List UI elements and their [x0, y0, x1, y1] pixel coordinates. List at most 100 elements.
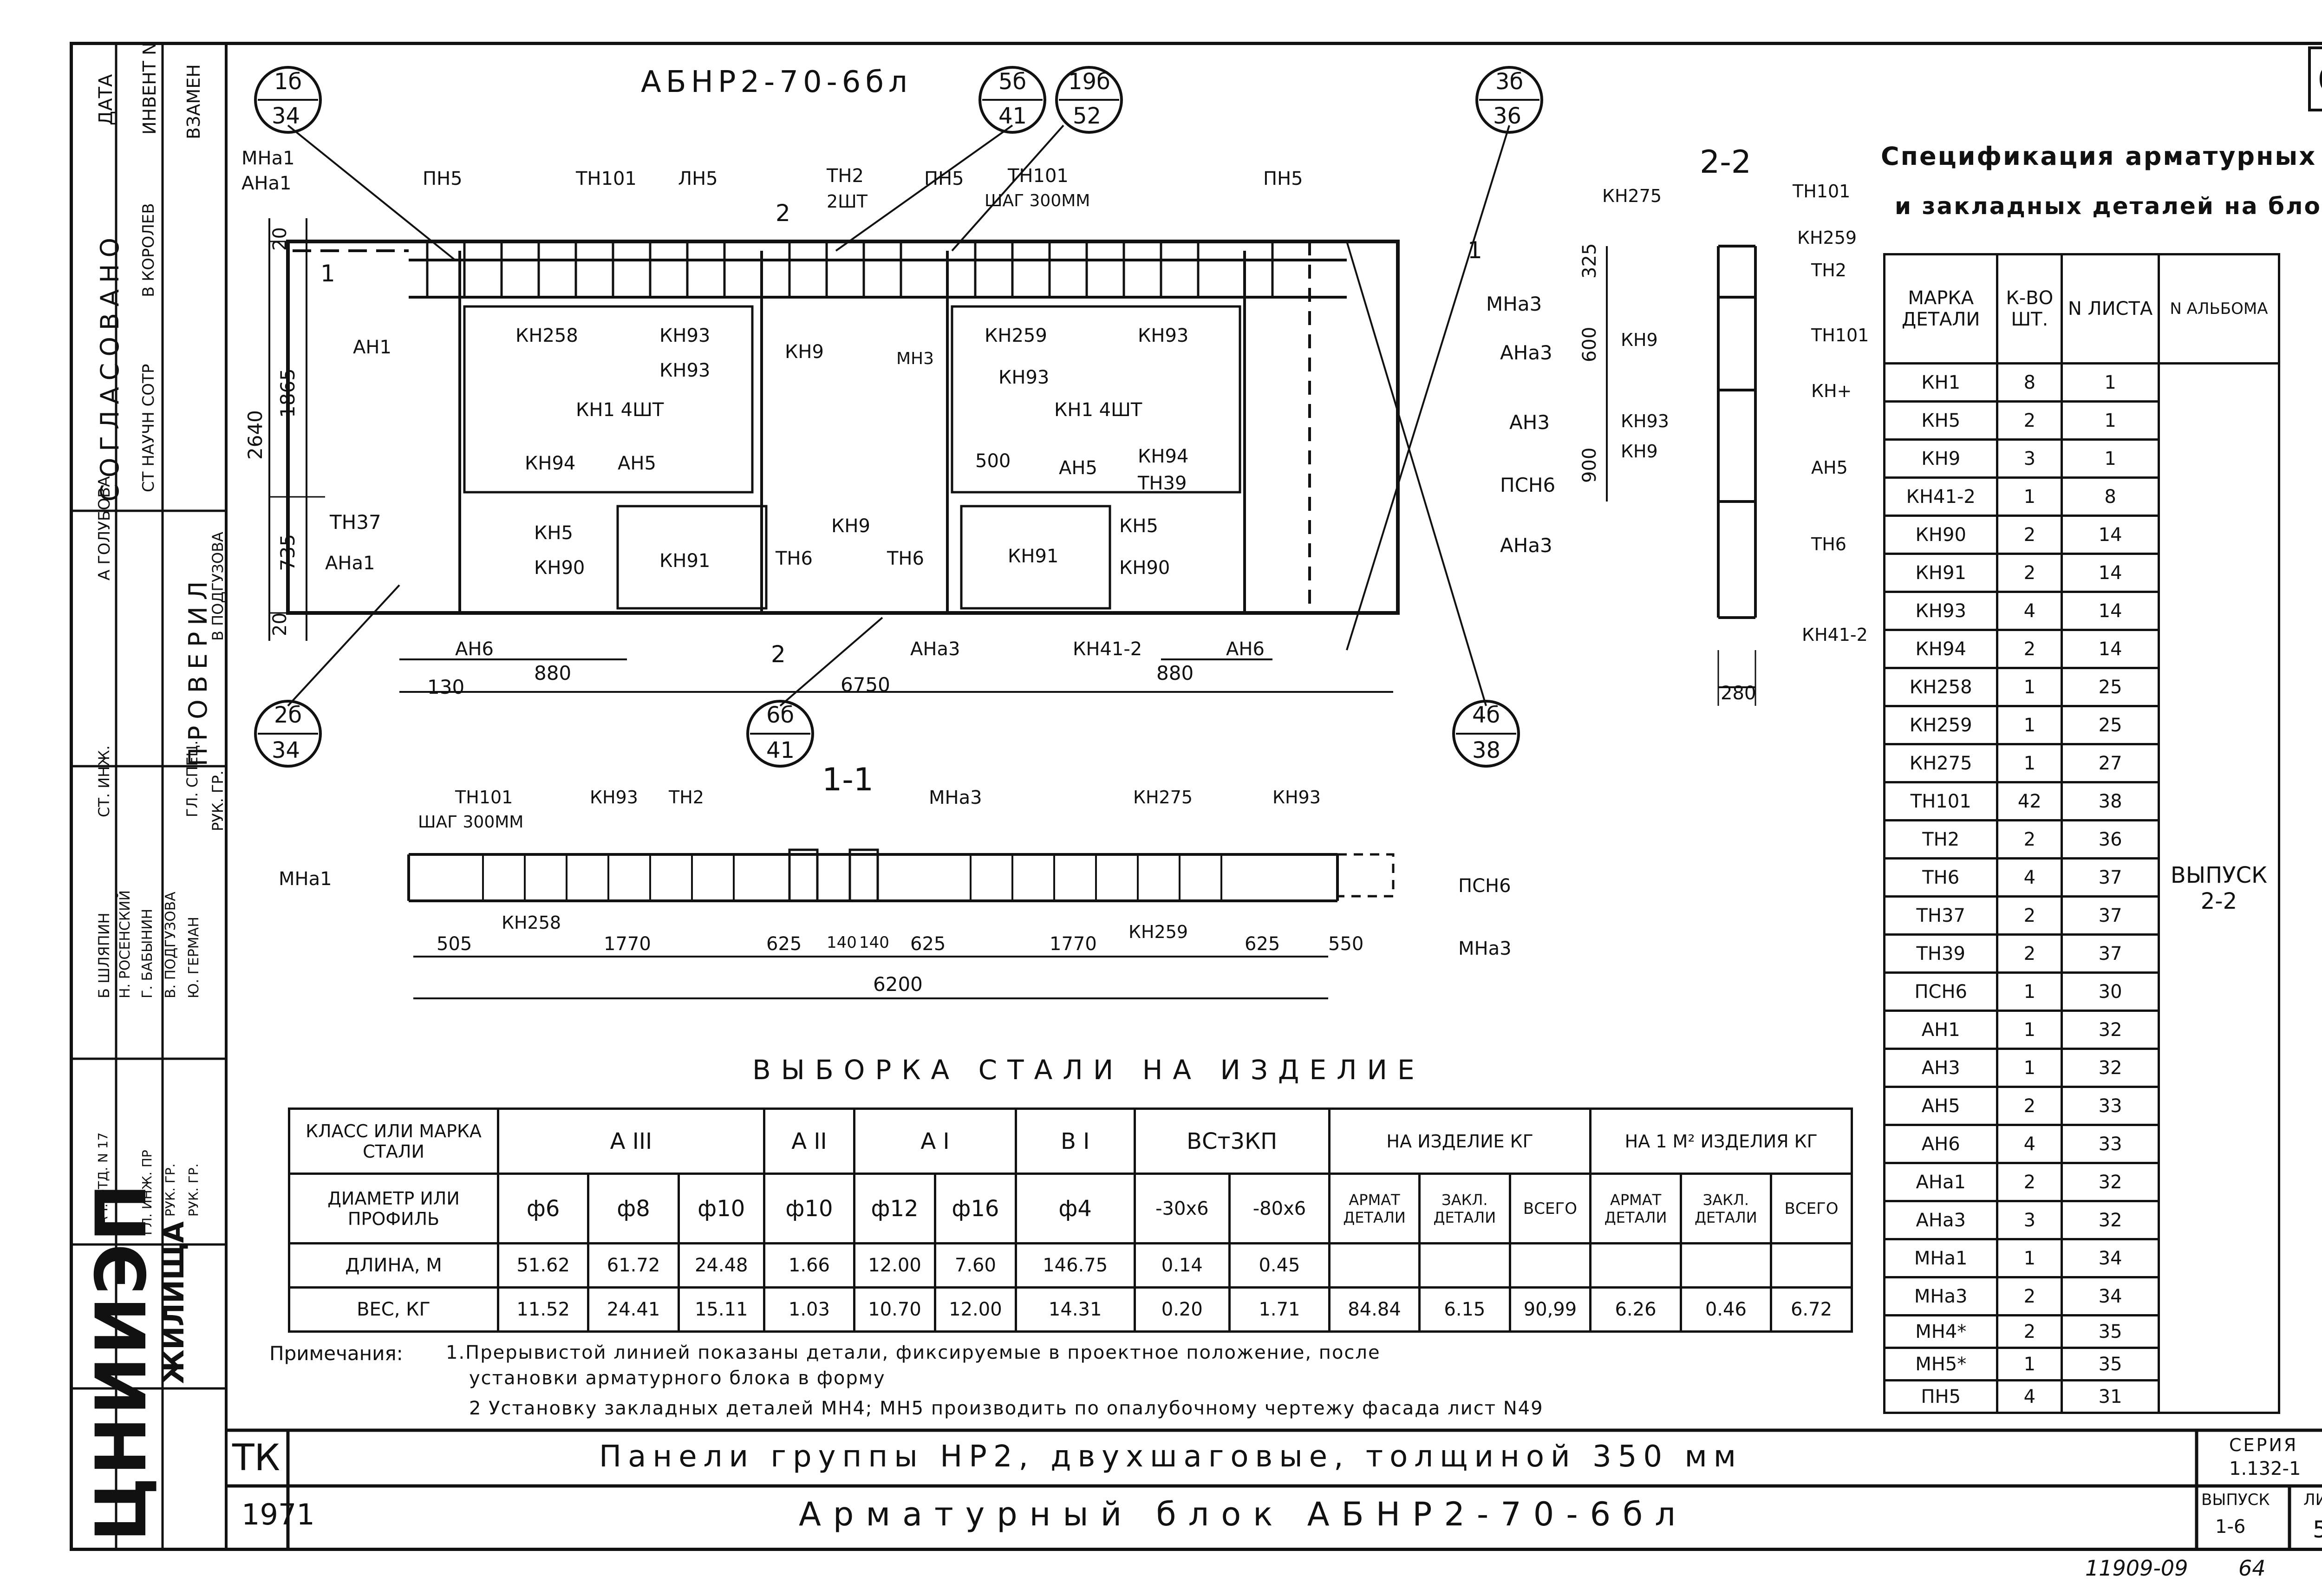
steel-length-empty [1679, 1242, 1773, 1289]
label-an3: АН3 [1509, 411, 1550, 434]
s11-dim-6200: 6200 [873, 973, 923, 996]
spec-sheet: 33 [2061, 1124, 2160, 1164]
label-kn1-4sht-1: КН1 4ШТ [576, 399, 664, 421]
steel-diam: ф8 [587, 1173, 680, 1244]
spec-sheet: 14 [2061, 553, 2160, 593]
spec-mark: КН259 [1883, 705, 1999, 745]
dim-v-735: 735 [276, 534, 299, 571]
dim-h-130: 130 [427, 676, 465, 698]
s11-dim-1770-1: 1770 [604, 933, 651, 955]
label-kn258: КН258 [515, 325, 578, 346]
label-pn5-3: ПН5 [1263, 168, 1303, 189]
steel-length: 24.48 [677, 1242, 765, 1289]
spec-mark: МН5* [1883, 1347, 1999, 1381]
label-ana1-2: АНа1 [325, 553, 375, 574]
steel-group-a2: А II [763, 1107, 856, 1175]
stamp-sheet-value: 51 [2313, 1516, 2322, 1543]
label-pn5-1: ПН5 [423, 168, 463, 189]
spec-sheet: 35 [2061, 1347, 2160, 1381]
label-ana1: АНа1 [241, 173, 292, 194]
label-kn90-2: КН90 [1119, 557, 1170, 579]
spec-qty: 3 [1996, 438, 2063, 479]
spec-mark: КН41-2 [1883, 476, 1999, 517]
spec-header-sheet: N ЛИСТА [2061, 253, 2160, 365]
spec-mark: КН94 [1883, 629, 1999, 669]
dim-h-880-right: 880 [1156, 662, 1194, 684]
steel-weight: 0.20 [1133, 1286, 1231, 1333]
title-block-lines [228, 1428, 2322, 1551]
callout-6-top: 6б [766, 702, 795, 728]
steel-weight: 1.71 [1228, 1286, 1331, 1333]
page-number-box [2308, 46, 2322, 111]
spec-qty: 1 [1996, 476, 2063, 517]
label-step-300: ШАГ 300ММ [985, 191, 1090, 210]
label-an6-1: АН6 [455, 638, 494, 660]
callout-1-top: 1б [274, 69, 302, 95]
spec-qty: 1 [1996, 1048, 2063, 1088]
stamp-issue-value: 1-6 [2215, 1516, 2246, 1537]
s11-label-tn2: ТН2 [669, 787, 704, 808]
label-tn39: ТН39 [1138, 473, 1187, 494]
steel-length: 146.75 [1014, 1242, 1136, 1289]
s11-label-psn6: ПСН6 [1458, 875, 1511, 897]
spec-qty: 2 [1996, 1086, 2063, 1126]
steel-length: 1.66 [763, 1242, 856, 1289]
spec-mark: АН5 [1883, 1086, 1999, 1126]
steel-group-b1: В I [1014, 1107, 1136, 1175]
label-ana3-2: АНа3 [1500, 534, 1552, 557]
callout-4-top: 3б [1495, 69, 1524, 95]
steel-length: 51.62 [497, 1242, 590, 1289]
spec-mark: АН3 [1883, 1048, 1999, 1088]
spec-sheet: 37 [2061, 895, 2160, 936]
spec-mark: АНа3 [1883, 1200, 1999, 1240]
spec-qty: 2 [1996, 933, 2063, 974]
callout-5-bottom: 34 [272, 737, 300, 763]
steel-weight: 6.72 [1770, 1286, 1853, 1333]
label-ana3-3: АНа3 [910, 638, 960, 660]
steel-diam: ВСЕГО [1770, 1173, 1853, 1244]
spec-mark: ТН39 [1883, 933, 1999, 974]
stamp-title2: Арматурный блок АБНР2-70-6бл [799, 1495, 1688, 1533]
spec-mark: МНа3 [1883, 1276, 1999, 1316]
label-kn93-3: КН93 [1138, 325, 1189, 346]
callout-7-top: 4б [1472, 702, 1500, 728]
s11-dim-625-1: 625 [766, 933, 802, 955]
steel-diam: ЗАКЛ. ДЕТАЛИ [1418, 1173, 1511, 1244]
s22-label-kn41-2: КН41-2 [1802, 625, 1868, 645]
spec-mark: АН6 [1883, 1124, 1999, 1164]
label-kn259: КН259 [985, 325, 1047, 346]
section-1-1-title: 1-1 [822, 762, 874, 798]
spec-qty: 1 [1996, 1010, 2063, 1050]
spec-sheet: 8 [2061, 476, 2160, 517]
s11-dim-1770-2: 1770 [1050, 933, 1097, 955]
s11-label-tn101: ТН101 [455, 787, 513, 808]
s11-label-kn275: КН275 [1133, 787, 1193, 808]
spec-sheet: 14 [2061, 591, 2160, 631]
s22-dim-600: 600 [1579, 326, 1600, 362]
steel-weight: 15.11 [677, 1286, 765, 1333]
spec-sheet: 32 [2061, 1200, 2160, 1240]
label-kn5-2: КН5 [1119, 515, 1158, 537]
spec-qty: 1 [1996, 705, 2063, 745]
callout-7-bottom: 38 [1472, 737, 1501, 763]
stamp-issue-label: ВЫПУСК [2201, 1491, 2270, 1509]
spec-sheet: 27 [2061, 743, 2160, 783]
s22-dim-280: 280 [1721, 683, 1756, 704]
spec-mark: КН90 [1883, 515, 1999, 555]
spec-qty: 2 [1996, 895, 2063, 936]
spec-mark: ТН101 [1883, 781, 1999, 821]
steel-weight: 0.46 [1679, 1286, 1773, 1333]
spec-sheet: 32 [2061, 1048, 2160, 1088]
spec-sheet: 14 [2061, 629, 2160, 669]
label-ln5: ЛН5 [678, 168, 718, 189]
page-number: 63 [2317, 60, 2322, 98]
spec-mark: КН275 [1883, 743, 1999, 783]
section-1-1-view [407, 848, 1395, 999]
callout-2-top: 5б [998, 69, 1027, 95]
spec-mark: ПН5 [1883, 1379, 1999, 1414]
section-mark-1-left: 1 [320, 260, 335, 287]
notes-line1: 1.Прерывистой линией показаны детали, фи… [446, 1342, 1381, 1363]
section-mark-1-right: 1 [1468, 237, 1482, 264]
steel-diam: АРМАТ ДЕТАЛИ [1589, 1173, 1682, 1244]
